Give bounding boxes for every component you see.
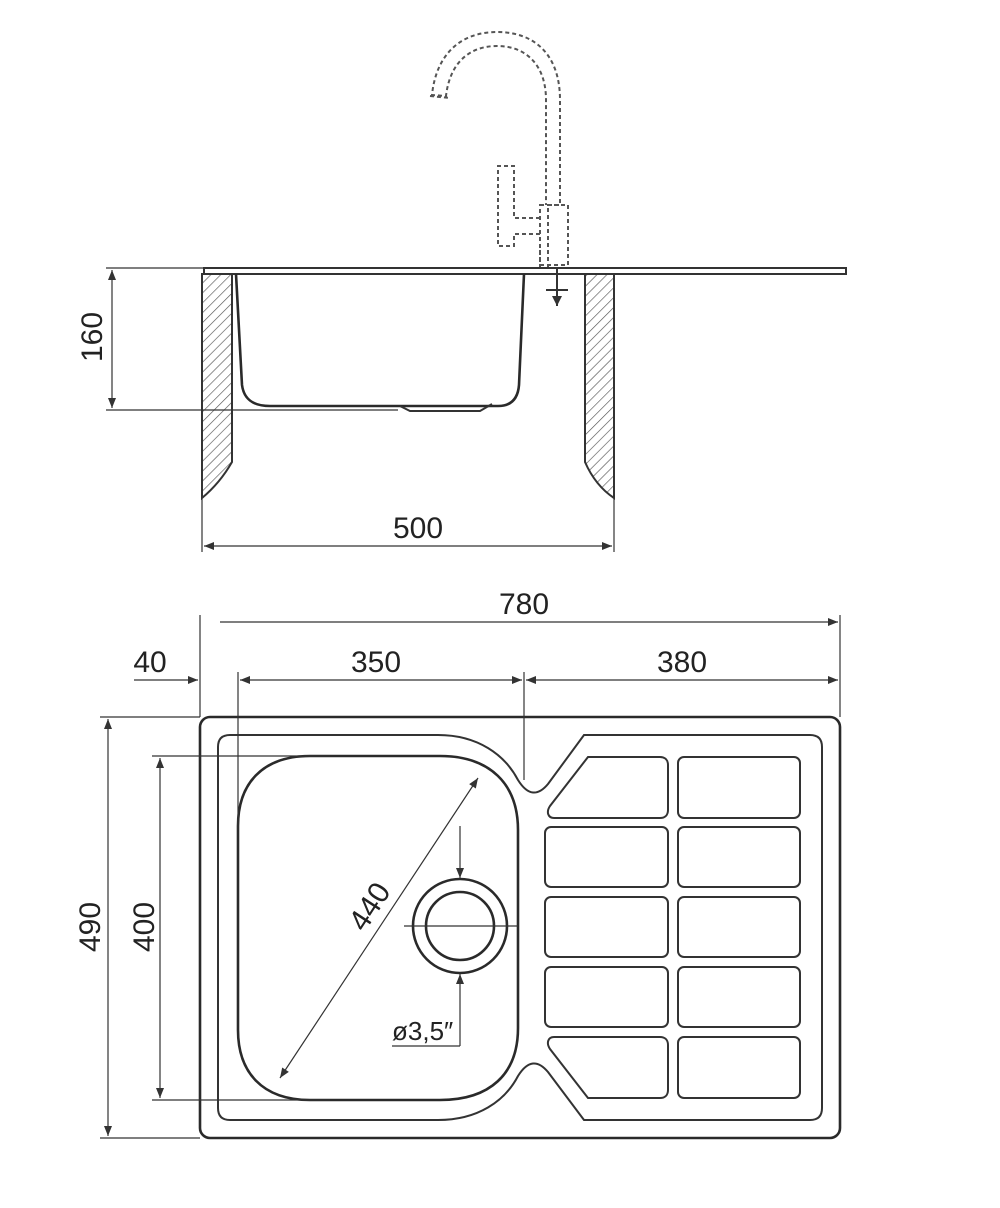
drain: ø3,5″ bbox=[392, 826, 518, 1047]
drainer-rib bbox=[677, 896, 801, 958]
diagonal-label: 440 bbox=[343, 877, 398, 937]
bowl-width-label: 350 bbox=[351, 646, 401, 679]
bowl bbox=[236, 754, 520, 1102]
left-margin-label: 40 bbox=[133, 646, 166, 679]
extension-lines bbox=[100, 615, 841, 1139]
drainer-rib bbox=[677, 826, 801, 888]
drainer-rib bbox=[544, 896, 669, 958]
right-cabinet-wall bbox=[584, 273, 615, 500]
width-dimension: 500 bbox=[201, 498, 615, 552]
drain-profile bbox=[399, 403, 493, 412]
drainer-width-label: 380 bbox=[657, 646, 707, 679]
drainer-rib bbox=[546, 756, 669, 819]
drain-diameter-label: ø3,5″ bbox=[392, 1016, 453, 1046]
overall-depth-dimension: 490 bbox=[74, 719, 112, 1136]
faucet-outline bbox=[429, 30, 569, 268]
depth-dimension: 160 bbox=[76, 267, 398, 411]
drainer-rib bbox=[677, 1036, 801, 1099]
plan-view: ø3,5″ 440 bbox=[74, 588, 842, 1140]
faucet-mount bbox=[546, 268, 568, 306]
drainer-rib bbox=[677, 966, 801, 1028]
inner-outline bbox=[217, 734, 823, 1121]
width-label: 500 bbox=[393, 512, 443, 545]
left-cabinet-wall bbox=[201, 273, 233, 501]
bowl-depth-dimension: 400 bbox=[128, 758, 164, 1098]
sink-rim-line bbox=[203, 267, 847, 275]
drainer-ribs bbox=[544, 756, 801, 1099]
drainer-rib bbox=[544, 826, 669, 888]
drainer-rib bbox=[546, 1036, 669, 1099]
section-view: 160 500 bbox=[76, 30, 847, 552]
bowl-depth-label: 400 bbox=[128, 902, 161, 952]
bowl-profile bbox=[234, 273, 526, 408]
segment-dimensions: 40 350 380 bbox=[133, 646, 838, 684]
drainer-rib bbox=[677, 756, 801, 819]
outer-rim bbox=[198, 715, 842, 1140]
drainer-rib bbox=[544, 966, 669, 1028]
overall-width-dimension: 780 bbox=[220, 588, 838, 626]
overall-width-label: 780 bbox=[499, 588, 549, 621]
overall-depth-label: 490 bbox=[74, 902, 107, 952]
depth-label: 160 bbox=[76, 312, 109, 362]
